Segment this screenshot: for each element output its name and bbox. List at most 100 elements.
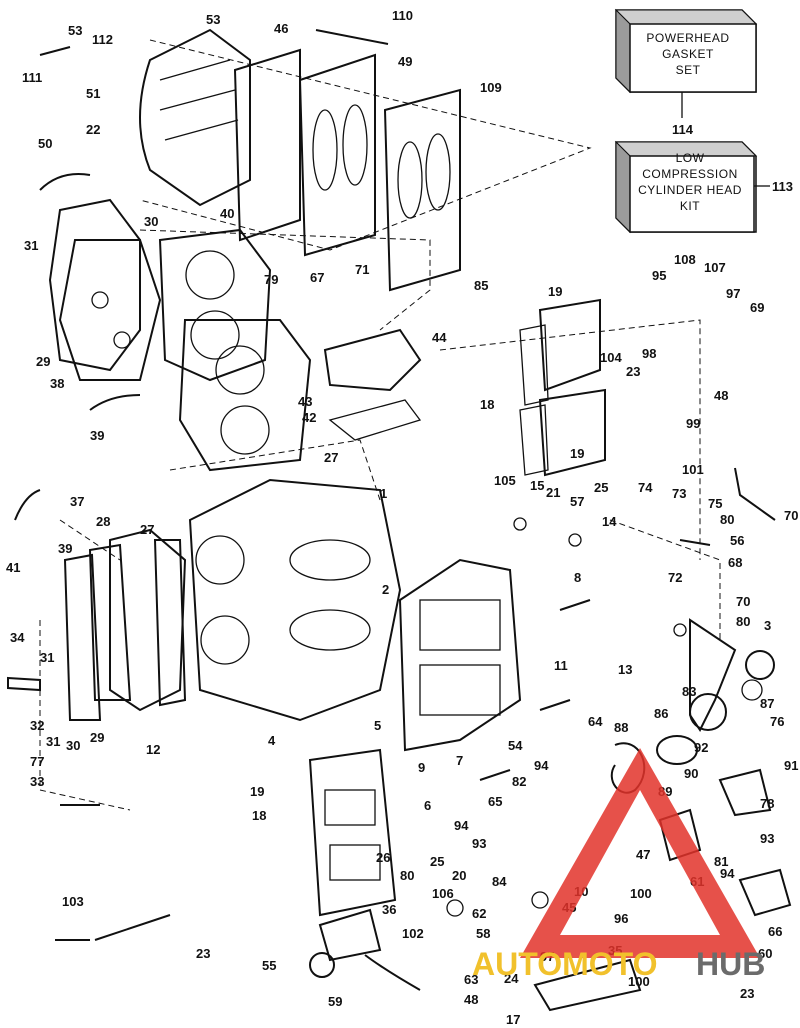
callout-127: 100	[628, 974, 650, 989]
box-line-1: POWERHEAD	[646, 31, 729, 45]
callout-40: 21	[546, 485, 560, 500]
callout-66: 34	[10, 630, 25, 645]
watermark-triangle	[520, 748, 760, 958]
callout-4: 112	[92, 32, 113, 47]
callout-60: 70	[736, 594, 750, 609]
callout-22: 97	[726, 286, 740, 301]
callout-117: 96	[614, 911, 628, 926]
callout-67: 31	[40, 650, 54, 665]
callout-108: 106	[432, 886, 454, 901]
callout-115: 103	[62, 894, 84, 909]
callout-95: 19	[250, 784, 264, 799]
callout-100: 26	[376, 850, 390, 865]
callout-12: 30	[144, 214, 158, 229]
watermark-auto: AUTOMOTO	[472, 946, 657, 982]
callout-126: 24	[504, 971, 519, 986]
box-number-114: 114	[672, 122, 694, 137]
callout-64: 13	[618, 662, 632, 677]
callout-82: 91	[784, 758, 798, 773]
callout-110: 100	[630, 886, 652, 901]
callout-87: 9	[418, 760, 425, 775]
callout-27: 104	[600, 350, 622, 365]
callout-20: 107	[704, 260, 726, 275]
callout-78: 64	[588, 714, 603, 729]
callout-55: 14	[602, 514, 617, 529]
callout-104: 80	[400, 868, 414, 883]
callout-numbers: 53 53 110 46 112 49 111 109 51 22 50 31 …	[6, 8, 798, 1027]
callout-16: 71	[355, 262, 369, 277]
box2-line-1: LOW	[676, 151, 705, 165]
box2-line-3: CYLINDER HEAD	[638, 183, 742, 197]
callout-88: 94	[534, 758, 549, 773]
callout-122: 60	[758, 946, 772, 961]
callout-123: 55	[262, 958, 276, 973]
callout-38: 105	[494, 473, 516, 488]
callout-17: 85	[474, 278, 488, 293]
callout-43: 73	[672, 486, 686, 501]
low-compression-kit-box: LOW COMPRESSION CYLINDER HEAD KIT 113	[614, 140, 793, 234]
callout-32: 48	[714, 388, 728, 403]
callout-86: 7	[456, 753, 463, 768]
callout-19: 108	[674, 252, 696, 267]
callout-0: 53	[206, 12, 220, 27]
callout-129: 48	[464, 992, 478, 1007]
callout-97: 18	[252, 808, 266, 823]
callout-57: 41	[6, 560, 20, 575]
callout-69: 87	[760, 696, 774, 711]
callout-70: 32	[30, 718, 44, 733]
callout-37: 101	[682, 462, 704, 477]
callout-5: 49	[398, 54, 412, 69]
powerhead-gasket-set-box: POWERHEAD GASKET SET 114	[614, 8, 758, 137]
callout-34: 39	[90, 428, 104, 443]
callout-9: 22	[86, 122, 100, 137]
callout-6: 111	[22, 70, 42, 85]
callout-25: 44	[432, 330, 447, 345]
callout-72: 31	[46, 734, 60, 749]
callout-128: 59	[328, 994, 342, 1009]
callout-116: 36	[382, 902, 396, 917]
callout-3: 46	[274, 21, 288, 36]
callout-89: 82	[512, 774, 526, 789]
callout-23: 69	[750, 300, 764, 315]
callout-125: 63	[464, 972, 478, 987]
callout-131: 17	[506, 1012, 520, 1027]
callout-8: 51	[86, 86, 100, 101]
callout-81: 92	[694, 740, 708, 755]
callout-15: 67	[310, 270, 324, 285]
callout-96: 93	[472, 836, 486, 851]
callout-30: 43	[298, 394, 312, 409]
callout-68: 83	[682, 684, 696, 699]
callout-76: 5	[374, 718, 381, 733]
callout-18: 29	[36, 354, 50, 369]
callout-99: 81	[714, 854, 728, 869]
callout-28: 98	[642, 346, 656, 361]
callout-103: 47	[636, 847, 650, 862]
callout-73: 30	[66, 738, 80, 753]
callout-46: 19	[570, 446, 584, 461]
callout-106: 84	[492, 874, 507, 889]
callout-53: 28	[96, 514, 110, 529]
callout-114: 62	[472, 906, 486, 921]
callout-31: 18	[480, 397, 494, 412]
callout-1: 53	[68, 23, 82, 38]
callout-63: 2	[382, 582, 389, 597]
callout-24: 19	[548, 284, 562, 299]
watermark-hub: HUB	[696, 946, 765, 982]
callout-39: 15	[530, 478, 544, 493]
callout-74: 29	[90, 730, 104, 745]
callout-50: 70	[784, 508, 798, 523]
callout-51: 56	[730, 533, 744, 548]
callout-41: 57	[570, 494, 584, 509]
callout-11: 31	[24, 238, 38, 253]
callout-54: 27	[140, 522, 154, 537]
box-line-3: SET	[676, 63, 701, 77]
callout-42: 74	[638, 480, 653, 495]
callout-14: 79	[264, 272, 278, 287]
callout-102: 93	[760, 831, 774, 846]
callout-47: 37	[70, 494, 84, 509]
callout-10: 50	[38, 136, 52, 151]
callout-101: 25	[430, 854, 444, 869]
callout-112: 66	[768, 924, 782, 939]
callout-35: 99	[686, 416, 700, 431]
callout-118: 58	[476, 926, 490, 941]
